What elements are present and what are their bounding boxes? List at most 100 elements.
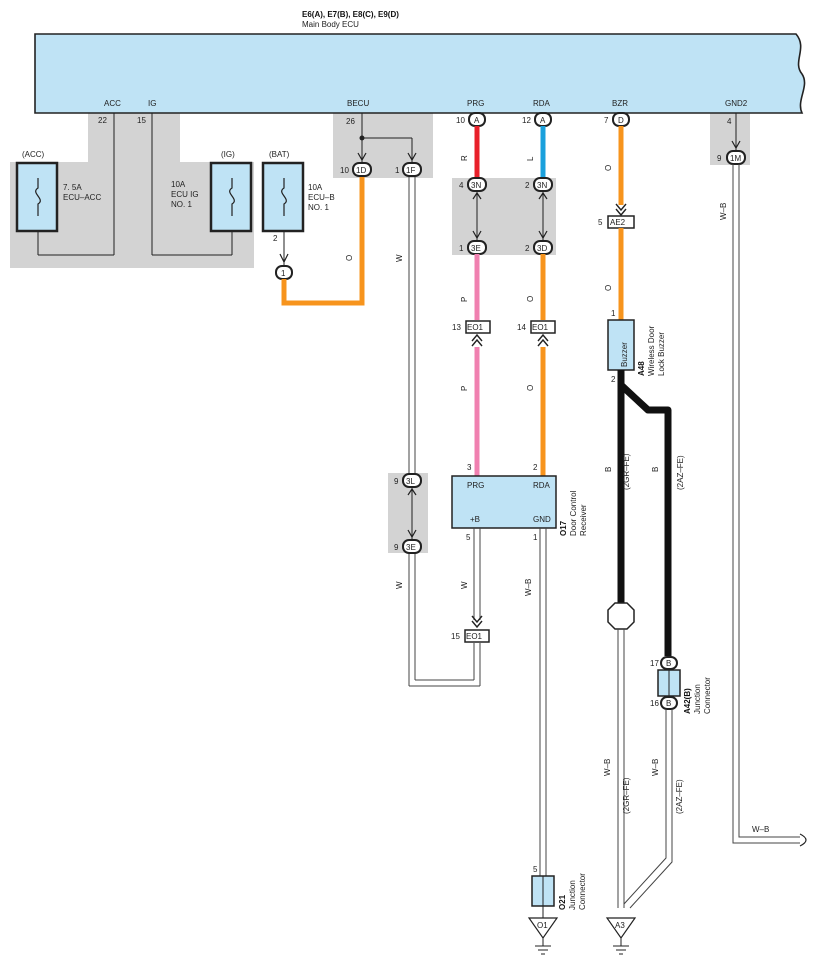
- buzzer-code: A48: [637, 361, 646, 376]
- junction-3e-9: [402, 539, 422, 554]
- receiver-terminal-gnd: GND: [533, 515, 551, 524]
- door-control-receiver: [451, 475, 557, 529]
- pin-prg: 10: [456, 116, 465, 125]
- wire-becu-w-label: W: [395, 254, 404, 262]
- wire-a3-wb1-note: (2GR–FE): [622, 777, 631, 814]
- connector-eo1-14-pin: 14: [517, 323, 526, 332]
- wire-bat-1d: [281, 177, 365, 306]
- receiver-terminal-rda: RDA: [533, 481, 551, 490]
- connector-rda-id: A: [540, 116, 546, 125]
- receiver-pin-gnd: 1: [533, 533, 538, 542]
- wire-bzr-mid-label: O: [604, 285, 613, 291]
- fuse-bat-pin: 2: [273, 234, 278, 243]
- fuse-acc-group: (ACC): [22, 150, 45, 159]
- junction-1f: [402, 162, 422, 177]
- fuse-bat-name2: NO. 1: [308, 203, 329, 212]
- wire-right-wb-label: W–B: [752, 825, 769, 834]
- fuse-acc-name: ECU–ACC: [63, 193, 101, 202]
- buzzer-pin2: 2: [611, 375, 616, 384]
- buzzer-name2: Lock Buzzer: [657, 332, 666, 376]
- junction-3d-2-id: 3D: [537, 244, 547, 253]
- connector-bzr-id: D: [618, 116, 624, 125]
- fuse-ig-icon: [229, 178, 235, 216]
- junction-3d-2-pin: 2: [525, 244, 530, 253]
- main-body-ecu: [34, 33, 806, 114]
- wire-buzzer-b2-note: (2AZ–FE): [676, 455, 685, 490]
- junction-3e-1-id: 3E: [471, 244, 481, 253]
- buzzer-label: Buzzer: [620, 342, 629, 367]
- terminal-prg: PRG: [467, 99, 484, 108]
- connector-prg-id: A: [474, 116, 480, 125]
- junction-a42-top: [660, 656, 678, 670]
- receiver-name2: Receiver: [579, 504, 588, 536]
- wire-becu-o-label: O: [345, 255, 354, 261]
- junction-3l-pin: 9: [394, 477, 399, 486]
- fuse-acc-rating: 7. 5A: [63, 183, 82, 192]
- junction-a42-bot-pin: 16: [650, 699, 659, 708]
- junction-3l-id: 3L: [406, 477, 415, 486]
- wire-rda-top-label: L: [526, 156, 535, 161]
- fuse-acc-body: [15, 161, 59, 233]
- junction-1m-id: 1M: [730, 154, 741, 163]
- pin-gnd2: 4: [727, 117, 732, 126]
- terminal-becu: BECU: [347, 99, 369, 108]
- junction-1f-pin: 1: [395, 166, 400, 175]
- junction-3n-4-pin: 4: [459, 181, 464, 190]
- wire-gnd-o17-label: W–B: [524, 579, 533, 596]
- wire-a3-wb2-label: W–B: [651, 759, 660, 776]
- receiver-terminal-prg: PRG: [467, 481, 484, 490]
- wire-a3-wb2-note: (2AZ–FE): [675, 779, 684, 814]
- fuse-ig-name1: ECU IG: [171, 190, 199, 199]
- wire-a3-wb2: [623, 709, 673, 909]
- fuse-region-shade: [10, 113, 254, 268]
- wire-prg-low-label: P: [460, 386, 469, 391]
- junction-3e-9-pin: 9: [394, 543, 399, 552]
- wire-buzzer-b2-label: B: [651, 467, 660, 472]
- junction-1d-id: 1D: [356, 166, 366, 175]
- junction-o21-pin: 5: [533, 865, 538, 874]
- receiver-pin-prg: 3: [467, 463, 472, 472]
- receiver-name1: Door Control: [569, 490, 578, 536]
- connector-eo1-13-pin: 13: [452, 323, 461, 332]
- junction-1d: [352, 162, 372, 177]
- fuse-bat-group: (BAT): [269, 150, 290, 159]
- fuse-ig-group: (IG): [221, 150, 235, 159]
- wire-w-left-label: W: [395, 581, 404, 589]
- junction-a42-name2: Connector: [703, 677, 712, 714]
- wire-plusb-label: W: [460, 581, 469, 589]
- terminal-gnd2: GND2: [725, 99, 748, 108]
- ground-a3-label: A3: [615, 921, 625, 930]
- ground-o1: [527, 917, 559, 940]
- fuse-bat-icon: [281, 178, 287, 216]
- wire-prg-top-label: R: [460, 155, 469, 161]
- fuse-ig-body: [209, 161, 253, 233]
- junction-1m: [726, 150, 746, 165]
- wire-buzzer-b2: [618, 382, 672, 656]
- junction-3e-1-pin: 1: [459, 244, 464, 253]
- fuse-ig-name2: NO. 1: [171, 200, 192, 209]
- junction-a42-top-pin: 17: [650, 659, 659, 668]
- junction-3e-9-id: 3E: [406, 543, 416, 552]
- fuse-acc-icon: [35, 178, 41, 216]
- junction-a42-bot: [660, 696, 678, 710]
- buzzer-name1: Wireless Door: [647, 325, 656, 376]
- terminal-ig: IG: [148, 99, 156, 108]
- fuse-section: [37, 113, 233, 256]
- junction-3n-2-id: 3N: [537, 181, 547, 190]
- junction-o21-code: O21: [558, 894, 567, 910]
- wire-prg-mid-label: P: [460, 297, 469, 302]
- connector-eo1-14: [530, 320, 556, 334]
- ground-o1-symbol: [535, 945, 551, 955]
- receiver-terminal-plusb: +B: [470, 515, 480, 524]
- joint-1-label: 1: [281, 269, 286, 278]
- pin-acc: 22: [98, 116, 107, 125]
- ecu-terminal-labels: ACC IG BECU PRG RDA BZR GND2: [104, 99, 748, 108]
- fuse-bat-rating: 10A: [308, 183, 323, 192]
- ground-o1-label: O1: [537, 921, 548, 930]
- wire-bzr-top-label: O: [604, 165, 613, 171]
- ground-a3: [605, 917, 637, 940]
- junction-a42-code: A42(B): [683, 688, 692, 714]
- terminal-rda: RDA: [533, 99, 551, 108]
- pin-becu: 26: [346, 117, 355, 126]
